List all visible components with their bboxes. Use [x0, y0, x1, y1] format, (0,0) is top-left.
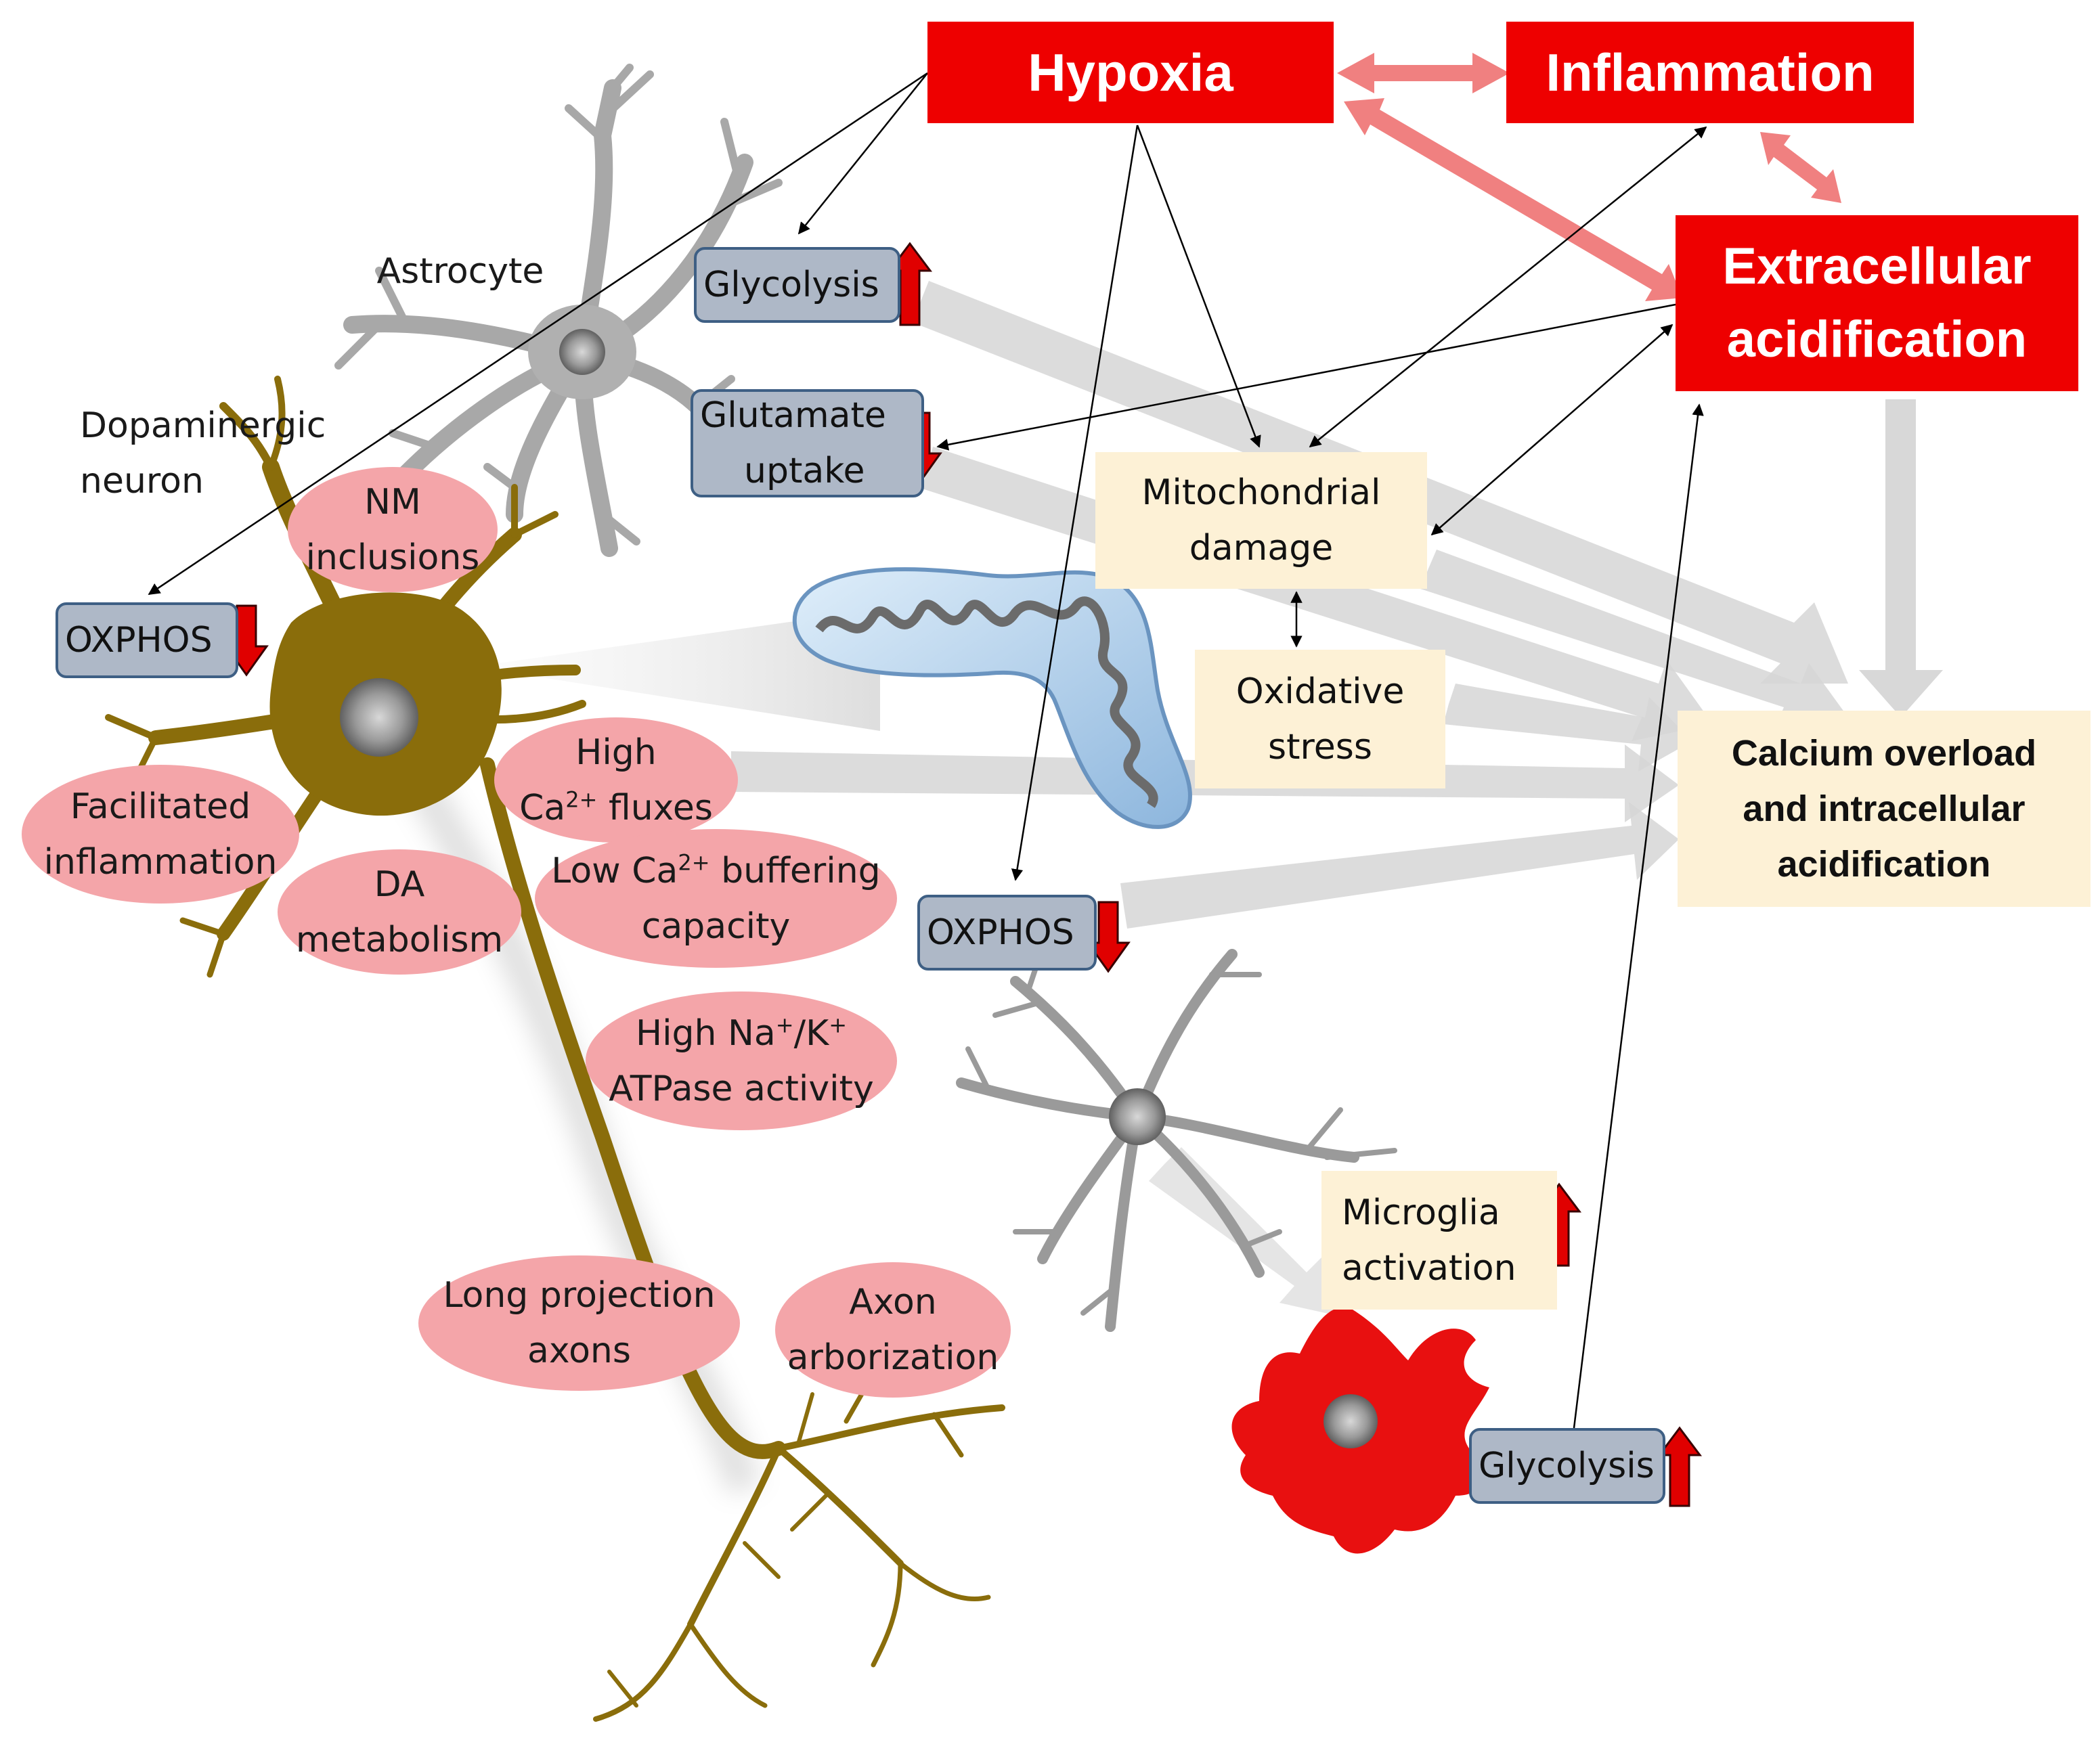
glutamate-uptake-box: Glutamate uptake [691, 389, 924, 497]
grey-arrow-oxphos-microglia [1120, 802, 1679, 929]
na-k-p1: High Na [635, 1012, 776, 1054]
dopaminergic-neuron-label: Dopaminergic neuron [80, 398, 351, 509]
grey-arrow-oxidative [1443, 684, 1692, 772]
na-k-line1: High Na+/K+ [636, 1006, 847, 1061]
da-line2: metabolism [295, 919, 504, 960]
nm-inclusions-ellipse: NM inclusions [288, 467, 498, 592]
nm-line1: NM [364, 481, 421, 522]
dopaminergic-label-line1: Dopaminergic [80, 405, 326, 446]
low-ca-post: buffering [709, 850, 881, 891]
astrocyte-label: Astrocyte [359, 244, 562, 299]
arrow-hypoxia-oxphos-microglia [1011, 125, 1139, 881]
grey-arrow-microglia-activation [1149, 1147, 1340, 1316]
mitochondrion [792, 567, 1193, 829]
facilitated-line2: inflammation [43, 841, 278, 883]
long-proj-line2: axons [527, 1331, 631, 1371]
dopaminergic-neuron-cell [105, 376, 1005, 1722]
high-ca-pre: Ca [519, 787, 566, 828]
hypoxia-box: Hypoxia [927, 22, 1334, 123]
oxidative-stress-box: Oxidative stress [1195, 650, 1445, 788]
arrow-inflammation-mito-damage [1309, 126, 1707, 448]
long-projection-axons-ellipse: Long projection axons [418, 1255, 740, 1391]
arrow-hypoxia-glycolysis [797, 72, 928, 235]
da-line1: DA [374, 864, 425, 905]
oxidative-line1: Oxidative [1235, 671, 1405, 712]
low-ca-line1: Low Ca2+ buffering [551, 843, 880, 899]
oxphos-neuron-box: OXPHOS [56, 602, 238, 678]
dopaminergic-label-line2: neuron [80, 461, 204, 502]
oxphos-neuron-label: OXPHOS [65, 620, 213, 661]
long-proj-line1: Long projection [443, 1275, 716, 1316]
up-arrow-glycolysis-microglia [1657, 1426, 1702, 1507]
arrow-hypoxia-mito-damage [1136, 125, 1261, 448]
arrow-hypoxia-oxphos-neuron [148, 72, 928, 596]
pink-arrow-hypoxia-extracellular [1344, 98, 1682, 301]
calcium-line1: Calcium overload [1731, 733, 2037, 774]
low-ca-buffering-ellipse: Low Ca2+ buffering capacity [535, 829, 897, 968]
microglia-activation-box: Microglia activation [1321, 1171, 1557, 1310]
high-ca-post: fluxes [597, 787, 713, 828]
grey-arrow-mito-damage [1420, 550, 1848, 731]
pink-arrow-hypoxia-inflammation [1337, 53, 1510, 93]
high-ca-fluxes-ellipse: High Ca2+ fluxes [494, 717, 738, 843]
nm-line2: inclusions [305, 537, 480, 578]
inflammation-box: Inflammation [1506, 22, 1914, 123]
low-ca-sup: 2+ [678, 849, 710, 876]
mito-damage-line2: damage [1189, 528, 1334, 569]
axon-arb-line1: Axon [849, 1282, 937, 1322]
calcium-line3: acidification [1777, 844, 1991, 885]
grey-cone-neuron-mito [474, 609, 880, 731]
na-k-s2: + [829, 1012, 848, 1038]
extracellular-label-line1: Extracellular [1722, 238, 2032, 295]
extracellular-label-line2: acidification [1726, 311, 2028, 368]
inflammation-label: Inflammation [1546, 42, 1875, 102]
microglia-line1: Microglia [1342, 1192, 1500, 1233]
oxphos-microglia-label: OXPHOS [927, 912, 1074, 953]
arrow-extracellular-mito-damage [1430, 324, 1674, 536]
low-ca-pre: Low Ca [551, 850, 678, 891]
na-k-p2: /K [793, 1012, 829, 1054]
high-ca-sup: 2+ [565, 786, 598, 813]
na-k-s1: + [775, 1012, 794, 1038]
oxidative-line2: stress [1268, 726, 1372, 767]
facilitated-line1: Facilitated [70, 786, 251, 827]
high-ca-line1: High [575, 732, 657, 773]
down-arrow-oxphos-microglia [1086, 901, 1131, 973]
axon-arb-line2: arborization [787, 1337, 999, 1378]
glutamate-label-line1: Glutamate [700, 395, 886, 436]
oxphos-microglia-box: OXPHOS [917, 895, 1097, 971]
high-na-k-atpase-ellipse: High Na+/K+ ATPase activity [586, 991, 897, 1130]
activated-microglia-cell [1231, 1306, 1489, 1554]
astrocyte-label-text: Astrocyte [376, 251, 544, 292]
da-metabolism-ellipse: DA metabolism [278, 849, 521, 975]
na-k-line2: ATPase activity [609, 1068, 874, 1109]
arrow-glycolysis-extracellular [1573, 403, 1704, 1429]
high-ca-line2: Ca2+ fluxes [519, 780, 713, 836]
glycolysis-microglia-label: Glycolysis [1479, 1446, 1655, 1486]
pink-arrow-inflammation-extracellular [1760, 132, 1841, 203]
mito-damage-line1: Mitochondrial [1141, 472, 1381, 513]
extracellular-acidification-box: Extracellular acidification [1676, 215, 2078, 391]
thin-arrows [148, 72, 1707, 1429]
glutamate-label-line2: uptake [744, 451, 865, 491]
axon-arborization-ellipse: Axon arborization [775, 1262, 1011, 1398]
calcium-overload-box: Calcium overload and intracellular acidi… [1678, 711, 2091, 907]
mitochondrial-damage-box: Mitochondrial damage [1095, 452, 1427, 589]
calcium-line2: and intracellular [1743, 788, 2026, 829]
grey-arrow-extracellular [1859, 399, 1943, 717]
low-ca-line2: capacity [641, 906, 791, 947]
hypoxia-label: Hypoxia [1028, 42, 1233, 102]
microglia-line2: activation [1342, 1247, 1516, 1289]
glycolysis-astrocyte-label: Glycolysis [703, 265, 879, 305]
glycolysis-microglia-box: Glycolysis [1469, 1428, 1665, 1504]
facilitated-inflammation-ellipse: Facilitated inflammation [22, 765, 299, 904]
glycolysis-astrocyte-box: Glycolysis [694, 247, 900, 323]
resting-microglia-cell [956, 945, 1397, 1332]
